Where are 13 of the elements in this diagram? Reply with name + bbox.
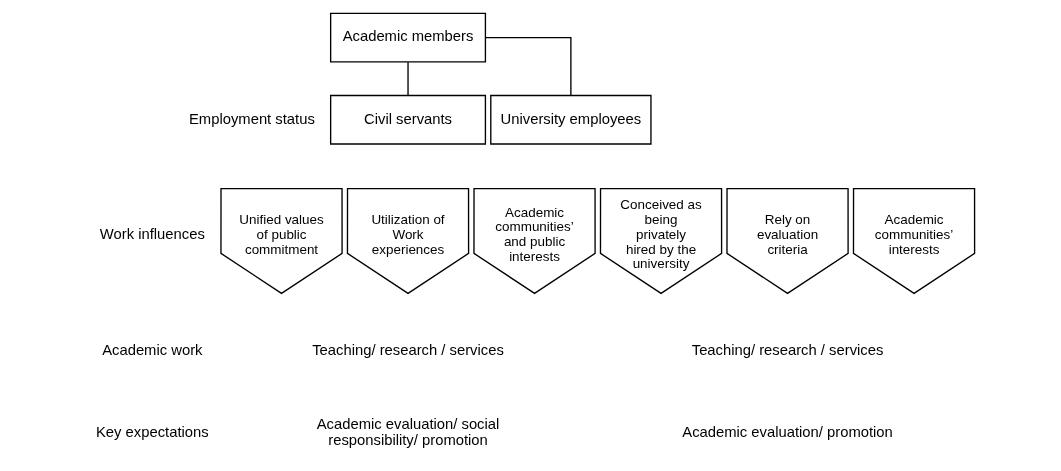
node-box: Civil servants [329, 94, 487, 145]
label: Employment status [189, 110, 315, 127]
label: Academic work [102, 342, 203, 359]
connector [484, 37, 572, 96]
node-box: Academic members [329, 12, 487, 63]
connector [407, 61, 409, 96]
label: Teaching/ research / services [691, 342, 884, 359]
label: Key expectations [95, 424, 209, 441]
label: Work influences [99, 226, 205, 243]
label: Academic evaluation/ promotion [682, 424, 893, 441]
label: Academic evaluation/ social responsibility/ promotion [316, 416, 500, 449]
node-box: University employees [490, 94, 652, 145]
label: Teaching/ research / services [312, 342, 504, 359]
